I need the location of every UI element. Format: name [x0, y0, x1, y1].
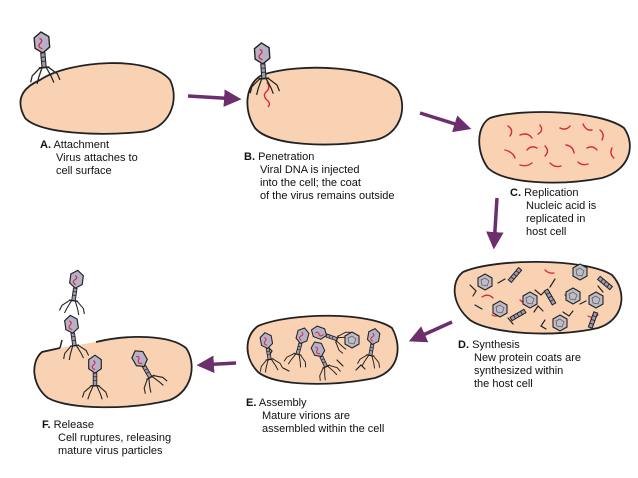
cell-e-assembly — [246, 314, 399, 385]
released-phage-icon — [58, 267, 91, 317]
caption-b: B. Penetration Viral DNA is injected int… — [244, 151, 395, 203]
caption-a: A. Attachment Virus attaches to cell sur… — [40, 139, 138, 178]
caption-c: C. Replication Nucleic acid is replicate… — [510, 187, 596, 239]
caption-e: E. Assembly Mature virions are assembled… — [246, 397, 384, 436]
caption-e-letter: E. — [246, 397, 257, 409]
cell-a-attachment — [19, 62, 175, 135]
cell-f-release — [33, 336, 193, 409]
caption-d: D. Synthesis New protein coats are synth… — [458, 339, 581, 391]
caption-a-title: Attachment — [53, 139, 110, 151]
caption-a-desc: Virus attaches to cell surface — [56, 152, 138, 177]
caption-b-letter: B. — [244, 151, 255, 163]
flow-arrows — [187, 89, 504, 373]
arrow-b-to-c — [419, 111, 472, 133]
caption-f-letter: F. — [42, 419, 51, 431]
arrow-e-to-f — [196, 355, 237, 373]
caption-d-title: Synthesis — [472, 339, 520, 351]
cell-d-synthesis — [453, 260, 623, 335]
caption-a-letter: A. — [40, 139, 51, 151]
caption-e-title: Assembly — [258, 397, 307, 409]
cell-c-replication — [478, 111, 631, 184]
caption-c-title: Replication — [524, 187, 579, 199]
caption-b-desc: Viral DNA is injected into the cell; the… — [260, 164, 395, 202]
caption-d-desc: New protein coats are synthesized within… — [474, 352, 581, 390]
arrow-d-to-e — [408, 320, 453, 343]
caption-e-desc: Mature virions are assembled within the … — [262, 410, 385, 435]
caption-c-letter: C. — [510, 187, 521, 199]
caption-c-desc: Nucleic acid is replicated in host cell — [526, 200, 597, 238]
caption-f-desc: Cell ruptures, releasing mature virus pa… — [58, 432, 172, 457]
cell-b-penetration — [246, 66, 403, 146]
caption-b-title: Penetration — [258, 151, 315, 163]
caption-f-title: Release — [53, 419, 94, 431]
arrow-c-to-d — [486, 197, 504, 250]
caption-d-letter: D. — [458, 339, 469, 351]
caption-f: F. Release Cell ruptures, releasing matu… — [42, 419, 171, 458]
arrow-a-to-b — [187, 89, 242, 107]
